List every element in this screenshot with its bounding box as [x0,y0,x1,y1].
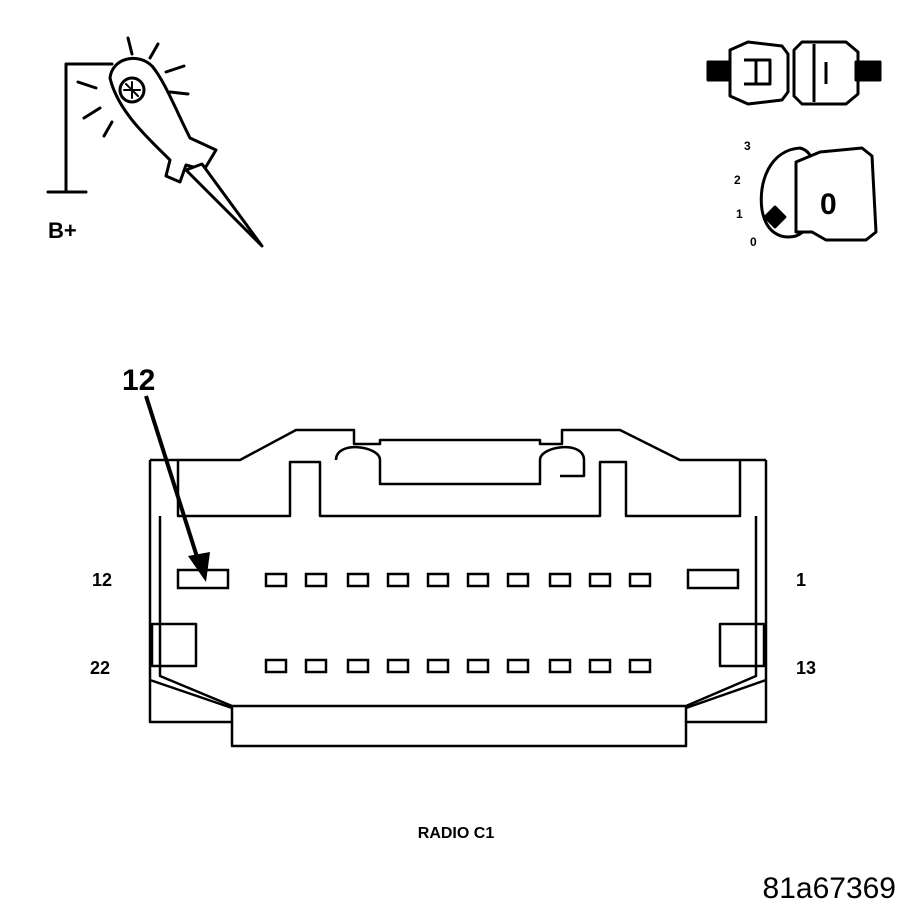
pin-cavity-22 [264,658,288,674]
connector-face [148,428,768,748]
pin-cavity-6 [466,572,490,588]
pin-cavity-7 [426,572,450,588]
pin-cavity-1 [686,568,740,590]
probe-lamp [118,76,146,104]
probe-needle [184,162,264,248]
ignition-position-1: 1 [736,207,743,221]
connector-shroud-rim [176,460,742,518]
pin-label-top-right: 1 [796,570,806,590]
pin-label-bottom-left: 22 [90,658,110,678]
pin-cavity-16 [506,658,530,674]
pin-label-top-left: 12 [92,570,112,590]
pin-cavity-18 [426,658,450,674]
connector-top-profile [150,428,766,462]
ignition-position-3: 3 [744,139,751,153]
callout-arrow [144,395,210,582]
connector-name: RADIO C1 [418,825,495,842]
pin-cavity-9 [346,572,370,588]
probe-lead-wire [64,62,114,194]
ignition-key [794,146,878,242]
figure-id: 81a67369 [763,872,896,905]
connector-key-right [718,622,766,668]
connector-disconnect-icon [706,40,882,106]
connector-latch [334,445,586,486]
connector-key-left [150,622,198,668]
pin-cavity-17 [466,658,490,674]
pin-cavity-3 [588,572,612,588]
ignition-position-2: 2 [734,173,741,187]
pin-cavity-10 [304,572,328,588]
connector-male-half [728,40,790,106]
probe-glow-rays [76,36,190,138]
pin-cavity-14 [588,658,612,674]
probe-label: B+ [48,218,77,243]
pin-cavities [176,568,740,674]
callout-label: 12 [122,364,155,397]
pin-cavity-13 [628,658,652,674]
pin-cavity-15 [548,658,572,674]
ignition-switch-icon [759,146,878,242]
ignition-position-0: 0 [750,235,757,249]
pin-label-bottom-right: 13 [796,658,816,678]
callout-arrowhead [188,552,210,582]
ignition-key-label: 0 [820,188,837,221]
pin-cavity-2 [628,572,652,588]
pin-cavity-4 [548,572,572,588]
pin-cavity-21 [304,658,328,674]
test-light-probe-icon [46,36,264,248]
pin-cavity-20 [346,658,370,674]
pin-cavity-8 [386,572,410,588]
connector-outer-body [148,460,768,748]
connector-cavity [158,516,758,708]
pin-cavity-5 [506,572,530,588]
pin-cavity-19 [386,658,410,674]
pin-cavity-11 [264,572,288,588]
